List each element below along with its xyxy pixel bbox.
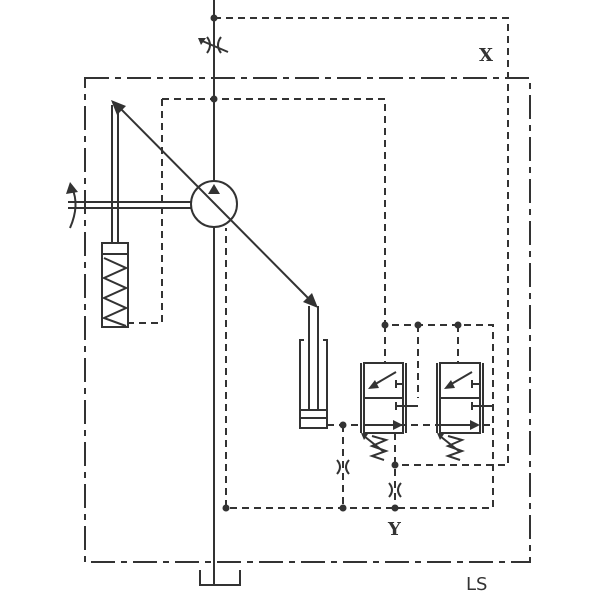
pump-icon [190, 180, 238, 228]
drain-lines [222, 421, 493, 512]
port-y-label: Y [388, 519, 401, 540]
main-pressure-line [210, 0, 218, 585]
fixed-orifice-icon [336, 459, 402, 498]
port-ls-label: LS [466, 574, 488, 595]
pilot-boundary [84, 77, 531, 563]
flow-controller-valve [436, 362, 493, 461]
adjustable-orifice-icon [198, 36, 229, 54]
ls-pilot-line [128, 98, 494, 509]
tank-icon [199, 570, 241, 586]
x-pilot-line [214, 17, 509, 466]
drive-shaft [66, 182, 191, 229]
port-x-label: X [479, 45, 493, 66]
actuator-cylinder [299, 306, 328, 429]
variable-displacement-arrow [111, 100, 318, 308]
control-piston-spring [101, 105, 129, 328]
pressure-compensator-valve [360, 362, 418, 461]
